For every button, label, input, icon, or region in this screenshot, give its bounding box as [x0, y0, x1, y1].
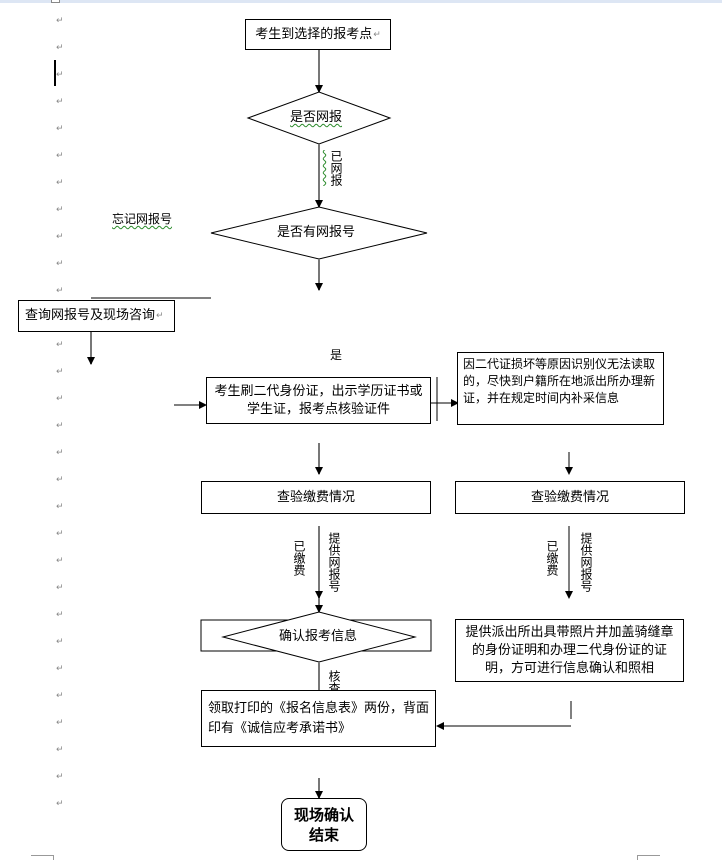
paragraph-mark: ↵ [56, 70, 64, 80]
end-line-2: 结束 [308, 825, 339, 844]
collect-form-label: 领取打印的《报名信息表》两份，背面印有《诚信应考承诺书》 [208, 700, 430, 736]
paragraph-mark: ↵ [56, 556, 64, 566]
return-mark: ↵ [373, 29, 381, 40]
decision-online-label: 是否网报 [289, 110, 343, 125]
query-node-label: 查询网报号及现场咨询 [25, 308, 156, 323]
label-yes: 是 [330, 348, 343, 362]
police-proof-node: 提供派出所出具带照片并加盖骑缝章的身份证明和办理二代身份证的证明，方可进行信息确… [455, 619, 684, 682]
label-provide-right: 提供网报号 [579, 532, 593, 592]
paragraph-mark: ↵ [56, 151, 64, 161]
paragraph-mark: ↵ [56, 745, 64, 755]
paragraph-mark: ↵ [56, 43, 64, 53]
label-check: 核查 [327, 670, 341, 694]
paragraph-mark: ↵ [56, 286, 64, 296]
paragraph-mark: ↵ [56, 637, 64, 647]
id-fail-node: 因二代证损坏等原因识别仪无法读取的，尽快到户籍所在地派出所办理新证，并在规定时间… [457, 352, 664, 425]
police-proof-label: 提供派出所出具带照片并加盖骑缝章的身份证明和办理二代身份证的证明，方可进行信息确… [465, 624, 674, 676]
paragraph-mark: ↵ [56, 610, 64, 620]
paragraph-mark: ↵ [56, 178, 64, 188]
paragraph-mark: ↵ [56, 664, 64, 674]
verify-id-node: 考生刷二代身份证，出示学历证书或学生证，报考点核验证件 [206, 377, 431, 424]
fee-check-right-label: 查验缴费情况 [530, 489, 609, 505]
paragraph-mark: ↵ [56, 529, 64, 539]
paragraph-mark: ↵ [56, 421, 64, 431]
editor-top-bar [0, 0, 722, 3]
decision-online-shape [246, 91, 392, 145]
paragraph-mark: ↵ [56, 772, 64, 782]
label-paid-left: 已缴费 [292, 540, 306, 576]
decision-number-shape [210, 206, 428, 260]
collect-form-node: 领取打印的《报名信息表》两份，背面印有《诚信应考承诺书》 [201, 690, 436, 747]
fee-check-left-label: 查验缴费情况 [276, 489, 355, 505]
end-node: 现场确认 结束 [281, 798, 367, 851]
paragraph-mark: ↵ [56, 124, 64, 134]
label-provide-left: 提供网报号 [327, 532, 341, 592]
paragraph-mark: ↵ [56, 340, 64, 350]
fee-check-left-node: 查验缴费情况 [201, 481, 431, 514]
paragraph-mark: ↵ [56, 502, 64, 512]
paragraph-mark: ↵ [56, 691, 64, 701]
paragraph-mark: ↵ [56, 97, 64, 107]
decision-confirm-shape [221, 611, 417, 663]
decision-number-label: 是否有网报号 [276, 225, 356, 240]
paragraph-mark: ↵ [56, 205, 64, 215]
fee-check-right-node: 查验缴费情况 [455, 481, 685, 514]
paragraph-mark: ↵ [56, 718, 64, 728]
paragraph-mark: ↵ [56, 16, 64, 26]
return-mark: ↵ [156, 311, 164, 321]
paragraph-mark: ↵ [56, 232, 64, 242]
start-node: 考生到选择的报考点↵ [245, 19, 391, 50]
label-paid-right: 已缴费 [545, 540, 559, 576]
query-node: 查询网报号及现场咨询↵ [18, 300, 175, 332]
paragraph-mark: ↵ [56, 475, 64, 485]
text-cursor [54, 60, 56, 86]
paragraph-mark: ↵ [56, 394, 64, 404]
paragraph-mark: ↵ [56, 448, 64, 458]
paragraph-mark: ↵ [56, 367, 64, 377]
label-forgot-number: 忘记网报号 [112, 212, 173, 226]
page-corner-mark [51, 0, 60, 3]
end-line-1: 现场确认 [293, 805, 354, 824]
verify-id-node-label: 考生刷二代身份证，出示学历证书或学生证，报考点核验证件 [214, 383, 423, 417]
paragraph-mark: ↵ [56, 583, 64, 593]
start-node-label: 考生到选择的报考点 [255, 26, 373, 42]
label-online-yes: 已网报 [329, 150, 343, 186]
id-fail-node-label: 因二代证损坏等原因识别仪无法读取的，尽快到户籍所在地派出所办理新证，并在规定时间… [463, 357, 656, 405]
paragraph-mark: ↵ [56, 799, 64, 809]
decision-confirm-label: 确认报考信息 [278, 629, 358, 644]
paragraph-mark: ↵ [56, 259, 64, 269]
